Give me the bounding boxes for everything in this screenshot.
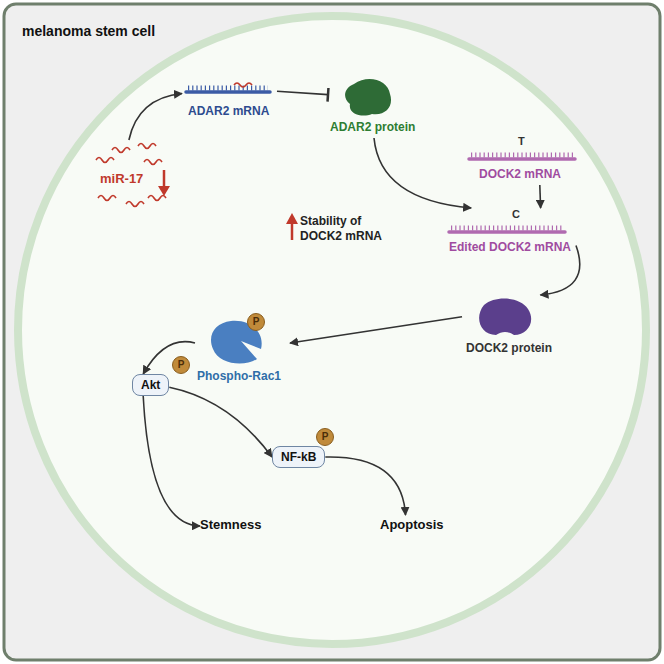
edited-mrna-node: Edited DOCK2 mRNA	[445, 208, 576, 258]
note: Stability of DOCK2 mRNA	[300, 214, 392, 244]
base-letter: T	[518, 134, 525, 148]
frame	[4, 4, 660, 660]
node-label: miR-17	[100, 172, 143, 186]
arrow	[143, 342, 195, 374]
kinase-box-node: Akt	[132, 374, 169, 396]
arrow	[325, 457, 405, 515]
up-arrow	[286, 213, 298, 240]
node-label: Apoptosis	[380, 518, 444, 532]
inhibition-arrow	[277, 91, 328, 94]
mrna-node: ADAR2 mRNA	[182, 80, 277, 125]
cell-title: melanoma stem cell	[22, 24, 155, 38]
cell-membrane	[18, 16, 646, 644]
phospho-mark: P	[316, 428, 334, 446]
arrow	[539, 185, 541, 208]
arrow	[290, 317, 462, 343]
node-label: DOCK2 mRNA	[479, 167, 561, 181]
arrow	[374, 138, 471, 208]
arrow	[169, 387, 272, 457]
protein-node: DOCK2 protein	[462, 295, 560, 357]
protein-node: Phospho-Rac1	[195, 315, 290, 385]
phospho-mark: P	[172, 356, 190, 374]
protein-node: ADAR2 protein	[328, 76, 420, 138]
node-label: ADAR2 protein	[330, 120, 415, 134]
mrna-icon	[182, 80, 277, 125]
arrow	[143, 396, 200, 526]
phospho-mark: P	[247, 313, 265, 331]
base-letter: C	[512, 207, 520, 221]
microrna-node: miR-17	[92, 140, 174, 215]
outcome-node: Stemness	[200, 515, 280, 537]
factor-box-node: NF-kB	[272, 446, 325, 468]
node-label: Stemness	[200, 518, 261, 532]
node-label: ADAR2 mRNA	[188, 104, 269, 118]
node-label: NF-kB	[281, 450, 316, 464]
arrow	[129, 94, 182, 141]
node-label: Phospho-Rac1	[197, 369, 281, 383]
outcome-node: Apoptosis	[380, 515, 465, 537]
node-label: DOCK2 protein	[466, 341, 552, 355]
node-label: Edited DOCK2 mRNA	[449, 240, 571, 254]
node-label: Akt	[141, 378, 160, 392]
cell-node: melanoma stem cell miR-17 ADAR2 mRNA ADAR2 …	[14, 12, 650, 648]
